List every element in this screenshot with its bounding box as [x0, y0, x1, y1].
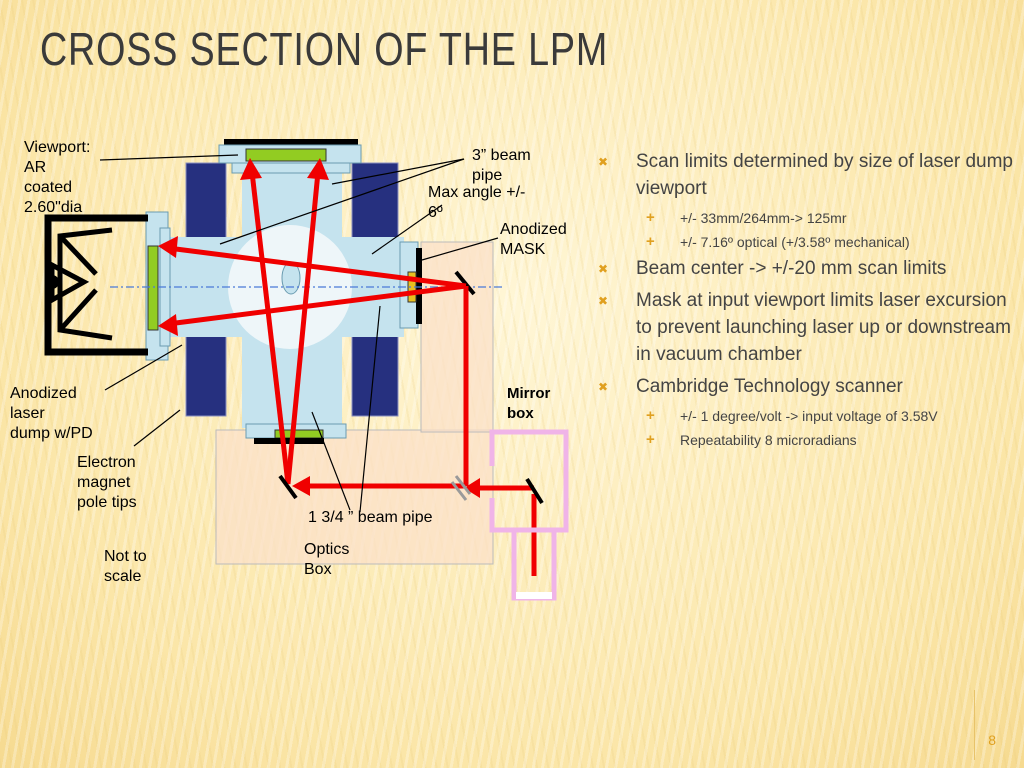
mask-plate [416, 248, 422, 324]
label-viewport: Viewport: AR coated 2.60"dia [24, 139, 91, 216]
subbullet-33mm: +/- 33mm/264mm-> 125mr [596, 207, 1016, 229]
bullet-mask: Mask at input viewport limits laser excu… [596, 287, 1016, 368]
label-electron-magnet: Electron magnet pole tips [77, 454, 137, 511]
mirror-box-gap [516, 592, 552, 599]
optics-box [215, 429, 494, 565]
mirror-box [489, 429, 569, 601]
page-number: 8 [988, 732, 996, 748]
scanner-mirror [454, 270, 476, 296]
subbullet-716-optical: +/- 7.16º optical (+/3.58º mechanical) [596, 231, 1016, 253]
mirror-box-mirror [525, 477, 544, 505]
slide-title: Cross section of the LPM [40, 23, 609, 75]
laser-arrowheads [158, 158, 480, 498]
top-flange-neck [231, 162, 351, 174]
beam-splitter-1 [450, 481, 468, 501]
leader-lines [99, 154, 499, 513]
label-not-to-scale: Not to scale [104, 548, 147, 585]
bullet-beam-center: Beam center -> +/-20 mm scan limits [596, 255, 1016, 283]
label-anodized-dump: Anodized laser dump w/PD [10, 385, 93, 442]
label-max-angle: Max angle +/- 6º [428, 184, 526, 221]
bullet-cambridge-scanner: Cambridge Technology scanner [596, 373, 1016, 401]
pd-arm [58, 234, 98, 276]
bullet-scan-limits: Scan limits determined by size of laser … [596, 148, 1016, 202]
pd-bracket-inner [57, 227, 113, 341]
laser-beams [167, 171, 537, 576]
dump-viewport-window [147, 245, 159, 331]
label-optics-box: Optics Box [304, 541, 350, 578]
top-flange-cap [224, 139, 358, 145]
top-viewport-window [245, 148, 327, 162]
subbullet-repeatability: Repeatability 8 microradians [596, 429, 1016, 451]
label-134-beam-pipe: 1 3/4 ” beam pipe [308, 509, 433, 526]
bottom-flange-cap [254, 438, 324, 444]
pd-arm-2 [58, 288, 98, 332]
subbullet-1-degree-volt: +/- 1 degree/volt -> input voltage of 3.… [596, 405, 1016, 427]
bullet-list: Scan limits determined by size of laser … [596, 148, 1016, 453]
label-3in-beam-pipe: 3” beam pipe [472, 147, 531, 184]
fold-mirror [278, 474, 298, 500]
photodiode-dot [45, 275, 59, 289]
label-mirror-box: Mirror box [507, 385, 551, 422]
beam-splitter-2 [454, 475, 472, 495]
label-anodized-mask: Anodized MASK [500, 221, 567, 258]
mirror-box-region [420, 241, 494, 433]
footer-divider [974, 690, 975, 760]
